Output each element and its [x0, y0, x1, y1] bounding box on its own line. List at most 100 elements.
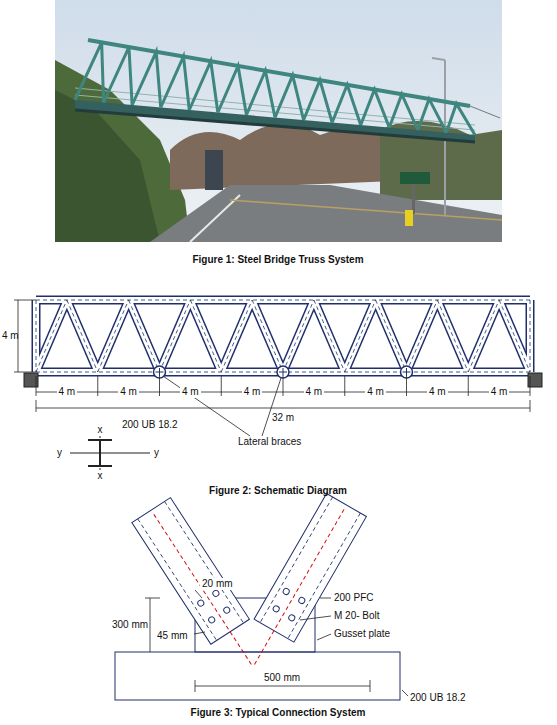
truss-member: [407, 300, 438, 372]
dimension-tick: [221, 376, 222, 396]
bridge-photo: [55, 0, 502, 242]
truss-member-core: [407, 300, 438, 372]
dimension-tick: [159, 376, 160, 396]
dimension-label: 500 mm: [262, 672, 302, 684]
truss-member-core: [345, 300, 376, 372]
truss-member-core: [437, 300, 468, 372]
axis-label: y: [57, 447, 62, 459]
photo-member: [189, 61, 218, 112]
photo-truss: [75, 42, 475, 135]
photo-member: [389, 94, 418, 130]
lateral-brace-mark: [279, 368, 287, 376]
truss-member: [221, 300, 252, 372]
truss-member: [252, 300, 283, 372]
lateral-brace-mark: [403, 368, 411, 376]
dimension-tick: [344, 376, 345, 396]
truss-member: [36, 300, 67, 372]
truss-centreline: [160, 300, 191, 372]
truss-centreline: [36, 300, 67, 372]
truss-member-core: [376, 300, 407, 372]
callout-label: M 20- Bolt: [334, 610, 380, 622]
figure-caption: Figure 2: Schematic Diagram: [209, 485, 347, 497]
axis-label: x: [98, 470, 103, 482]
axis-label: y: [154, 447, 159, 459]
truss-member-core: [499, 300, 530, 372]
truss-centreline: [437, 300, 468, 372]
callout-label: Gusset plate: [334, 628, 390, 640]
truss-member-core: [160, 300, 191, 372]
truss-member: [190, 300, 221, 372]
truss-member-core: [468, 300, 499, 372]
truss-member-core: [283, 300, 314, 372]
truss-centreline: [314, 300, 345, 372]
truss-schematic: [36, 300, 530, 378]
truss-member-core: [98, 300, 129, 372]
truss-member-core: [190, 300, 221, 372]
photo-member: [246, 71, 275, 118]
truss-member: [499, 300, 530, 372]
photo-member: [275, 75, 304, 120]
lateral-brace-mark: [156, 368, 164, 376]
truss-member-core: [36, 297, 530, 303]
truss-centreline: [36, 300, 530, 301]
truss-centreline: [36, 300, 37, 372]
photo-member: [75, 42, 104, 102]
dimension-label: 4 m: [427, 386, 448, 398]
dimension-tick: [530, 400, 531, 412]
dimension-tick: [468, 376, 469, 396]
connection-drawing: [115, 494, 408, 700]
truss-centreline: [98, 300, 129, 372]
truss-member: [129, 300, 160, 372]
truss-centreline: [345, 300, 376, 372]
truss-centreline: [252, 300, 283, 372]
dimension-tick: [283, 376, 284, 396]
truss-member-core: [221, 300, 252, 372]
dimension-label: 45 mm: [157, 630, 188, 642]
photo-member: [218, 66, 247, 115]
dimension-label: 300 mm: [112, 619, 148, 631]
callout-label: 200 PFC: [334, 592, 373, 604]
dimension-label: 4 m: [242, 386, 263, 398]
dimension-tick: [406, 376, 407, 396]
truss-member: [468, 300, 499, 372]
dimension-tick: [97, 376, 98, 396]
truss-member-core: [67, 300, 98, 372]
truss-member: [98, 300, 129, 372]
axis-label: x: [98, 424, 103, 436]
truss-member: [314, 300, 345, 372]
truss-centreline: [190, 300, 221, 372]
section-label: 200 UB 18.2: [122, 419, 178, 431]
dimension-label: 32 m: [272, 412, 294, 424]
truss-member: [36, 296, 530, 305]
truss-centreline: [221, 300, 252, 372]
truss-member: [376, 300, 407, 372]
photo-member: [446, 104, 475, 135]
truss-member: [36, 368, 530, 377]
truss-member: [67, 300, 98, 372]
dimension-label: 4 m: [57, 386, 78, 398]
truss-centreline: [129, 300, 160, 372]
truss-member: [345, 300, 376, 372]
truss-centreline: [499, 300, 530, 372]
dimension-tick: [36, 376, 37, 396]
truss-member-core: [36, 300, 67, 372]
photo-member: [161, 57, 190, 111]
truss-member-core: [129, 300, 160, 372]
photo-member: [361, 90, 390, 128]
truss-centreline: [376, 300, 407, 372]
photo-member: [418, 99, 447, 133]
truss-centreline: [67, 300, 98, 372]
dimension-tick: [36, 400, 37, 412]
photo-member: [332, 85, 361, 125]
truss-member-core: [314, 300, 345, 372]
callout-label: Lateral braces: [238, 436, 301, 448]
truss-centreline: [283, 300, 314, 372]
truss-centreline: [530, 300, 531, 372]
dimension-label: 4 m: [489, 386, 510, 398]
dimension-label: 4 m: [304, 386, 325, 398]
section-label: 200 UB 18.2: [410, 692, 466, 704]
photo-member: [104, 47, 133, 105]
dimension-label: 4 m: [365, 386, 386, 398]
truss-centreline: [407, 300, 438, 372]
